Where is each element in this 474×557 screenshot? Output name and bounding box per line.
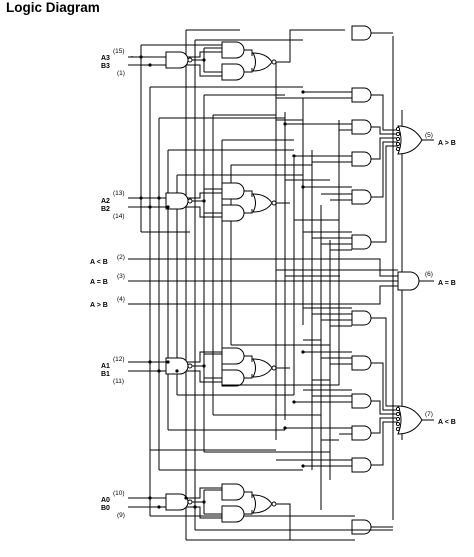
label-b0: B0 [101, 505, 110, 512]
and-gate [221, 369, 245, 387]
label-cascade-gt: A > B [90, 302, 108, 309]
bit0-compare-block [148, 483, 355, 541]
pin-b1: (11) [113, 378, 124, 385]
label-cascade-eq: A = B [90, 279, 108, 286]
lt-and-gates [150, 307, 398, 535]
label-out-gt: A > B [438, 140, 456, 147]
label-cascade-lt: A < B [90, 259, 108, 266]
and-gate [221, 347, 245, 365]
gt-output-gate [395, 125, 434, 155]
pin-out-gt: (5) [425, 132, 433, 139]
and-gate [221, 483, 245, 501]
nor-gate [252, 494, 273, 514]
label-a3: A3 [101, 55, 110, 62]
pin-a0: (10) [113, 490, 125, 497]
label-b2: B2 [101, 206, 110, 213]
nor-gate [252, 358, 273, 378]
nand-gate [165, 51, 189, 69]
lt-output-gate [395, 405, 434, 435]
label-b1: B1 [101, 371, 110, 378]
and-gate [221, 204, 245, 222]
gt-and-gates [150, 25, 398, 251]
bus-lines [131, 30, 403, 540]
label-b3: B3 [101, 63, 110, 70]
pin-cascade-lt: (2) [117, 254, 125, 261]
pin-out-eq: (6) [425, 271, 433, 278]
nand-gate [165, 493, 189, 511]
bit1-compare-block [148, 347, 290, 387]
pin-b2: (14) [113, 213, 125, 220]
bit3-compare-block [139, 29, 345, 81]
and-gate [221, 63, 245, 81]
nor-gate [252, 52, 273, 72]
and-gate [221, 505, 245, 523]
pin-a3: (15) [113, 48, 125, 55]
label-out-lt: A < B [438, 419, 456, 426]
and-gate [221, 182, 245, 200]
label-out-eq: A = B [438, 280, 456, 287]
bit2-compare-block [139, 182, 290, 222]
output-labels: (5) A > B (6) A = B (7) A < B [425, 132, 456, 426]
pin-a1: (12) [113, 356, 125, 363]
pin-b3: (1) [117, 70, 125, 77]
label-a1: A1 [101, 363, 110, 370]
nor-gate [252, 193, 273, 213]
eq-output-gate [128, 258, 434, 305]
pin-a2: (13) [113, 190, 125, 197]
input-labels: (15) A3 B3 (1) (13) A2 B2 (14) (2) A < B… [90, 48, 125, 519]
page-title: Logic Diagram [6, 0, 100, 15]
pin-out-lt: (7) [425, 411, 433, 418]
pin-cascade-gt: (4) [117, 296, 125, 303]
pin-b0: (9) [117, 512, 125, 519]
label-a2: A2 [101, 198, 110, 205]
and-gate [221, 41, 245, 59]
label-a0: A0 [101, 497, 110, 504]
cross-wiring [141, 29, 393, 541]
pin-cascade-eq: (3) [117, 273, 125, 280]
